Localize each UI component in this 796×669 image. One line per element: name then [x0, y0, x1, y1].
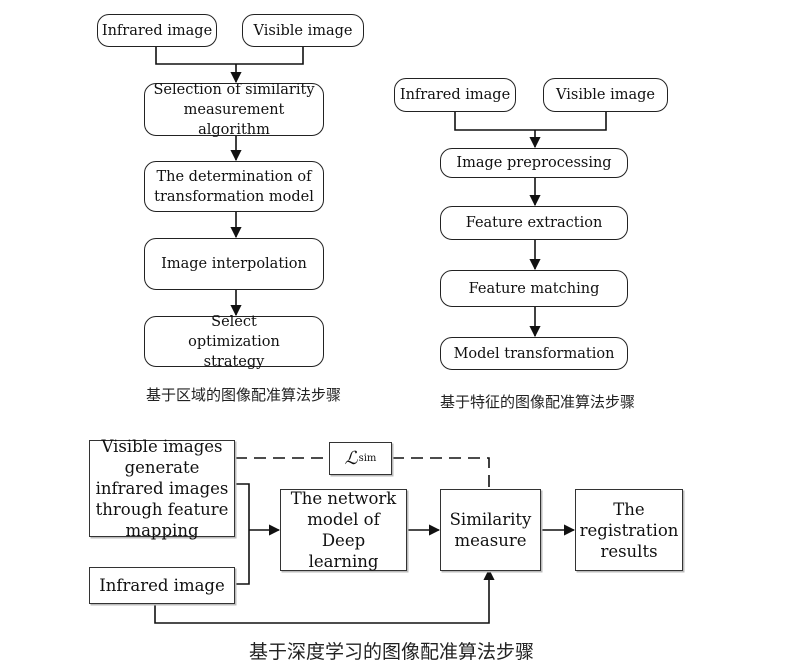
feature-step-extraction: Feature extraction	[440, 206, 628, 240]
region-step-optimization-strategy: Select optimization strategy	[144, 314, 324, 370]
deep-registration-results-box: The registration results	[575, 489, 683, 571]
deep-visible-mapping-box: Visible images generate infrared images …	[89, 437, 235, 540]
region-step-transformation-model: The determination of transformation mode…	[144, 161, 324, 212]
deep-flow-caption: 基于深度学习的图像配准算法步骤	[249, 641, 535, 663]
feature-infrared-input-box: Infrared image	[394, 78, 516, 112]
deep-infrared-feedback-connector	[154, 568, 495, 624]
deep-loss-dashed-connector	[235, 457, 490, 487]
loss-symbol: ℒ	[344, 448, 358, 469]
deep-infrared-box: Infrared image	[89, 567, 235, 604]
deep-network-model-box: The network model of Deep learning	[280, 489, 407, 571]
feature-visible-input-box: Visible image	[543, 78, 668, 112]
feature-step-model-transformation: Model transformation	[440, 337, 628, 370]
feature-merge-connector	[454, 112, 607, 147]
loss-subscript: sim	[358, 453, 377, 464]
region-infrared-input-box: Infrared image	[97, 14, 217, 47]
region-visible-input-box: Visible image	[242, 14, 364, 47]
feature-step-matching: Feature matching	[440, 270, 628, 307]
region-merge-connector	[155, 46, 304, 82]
feature-flow-caption: 基于特征的图像配准算法步骤	[440, 393, 636, 411]
deep-input-merge-connector	[235, 483, 250, 585]
region-step-image-interpolation: Image interpolation	[144, 238, 324, 290]
region-step-similarity-selection: Selection of similarity measurement algo…	[144, 82, 324, 138]
region-flow-caption: 基于区域的图像配准算法步骤	[146, 386, 342, 404]
deep-similarity-measure-box: Similarity measure	[440, 489, 541, 571]
feature-step-preprocessing: Image preprocessing	[440, 148, 628, 178]
